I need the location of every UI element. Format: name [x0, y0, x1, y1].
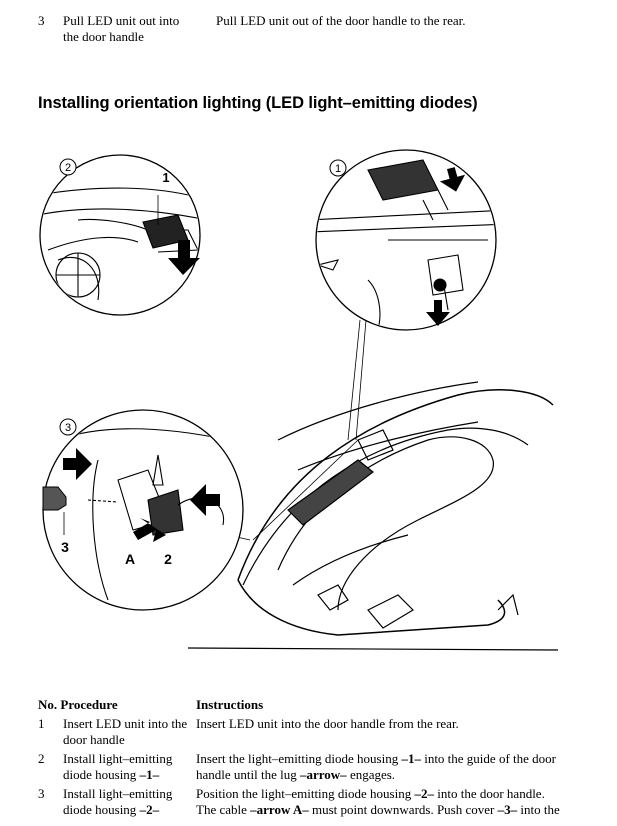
part-label-2: 2: [164, 551, 172, 567]
detail-circle-2: 2 1: [39, 154, 201, 316]
step-procedure: Install light–emitting diode housing –1–: [63, 751, 173, 782]
step-number: 3: [38, 13, 45, 28]
step-number: 3: [38, 786, 45, 801]
callout-2-label: 2: [65, 162, 71, 174]
step-number: 2: [38, 751, 45, 766]
arrow-label-A: A: [125, 551, 135, 567]
col-header-instructions: Instructions: [196, 697, 264, 712]
step-procedure: Pull LED unit out into the door handle: [63, 13, 180, 44]
detail-circle-1: 1: [315, 149, 497, 331]
step-procedure: Insert LED unit into the door handle: [63, 716, 188, 747]
callout-3-label: 3: [65, 422, 71, 434]
step-instructions: Insert LED unit into the door handle fro…: [196, 716, 459, 731]
step-instructions: Insert the light–emitting diode housing …: [196, 751, 556, 782]
step-instructions: Pull LED unit out of the door handle to …: [216, 13, 466, 28]
callout-1-label: 1: [335, 163, 341, 175]
step-instructions: Position the light–emitting diode housin…: [196, 786, 560, 817]
step-number: 1: [38, 716, 45, 731]
col-header-procedure: Procedure: [60, 697, 118, 712]
col-header-no: No. Procedure: [38, 697, 118, 712]
part-label-3: 3: [61, 539, 69, 555]
section-title: Installing orientation lighting (LED lig…: [38, 94, 478, 112]
step-procedure: Install light–emitting diode housing –2–: [63, 786, 173, 817]
part-label-1: 1: [162, 170, 169, 185]
door-handle-illustration: 2 1 1: [39, 149, 558, 651]
detail-circle-3: 3 3 A 2: [42, 409, 244, 611]
